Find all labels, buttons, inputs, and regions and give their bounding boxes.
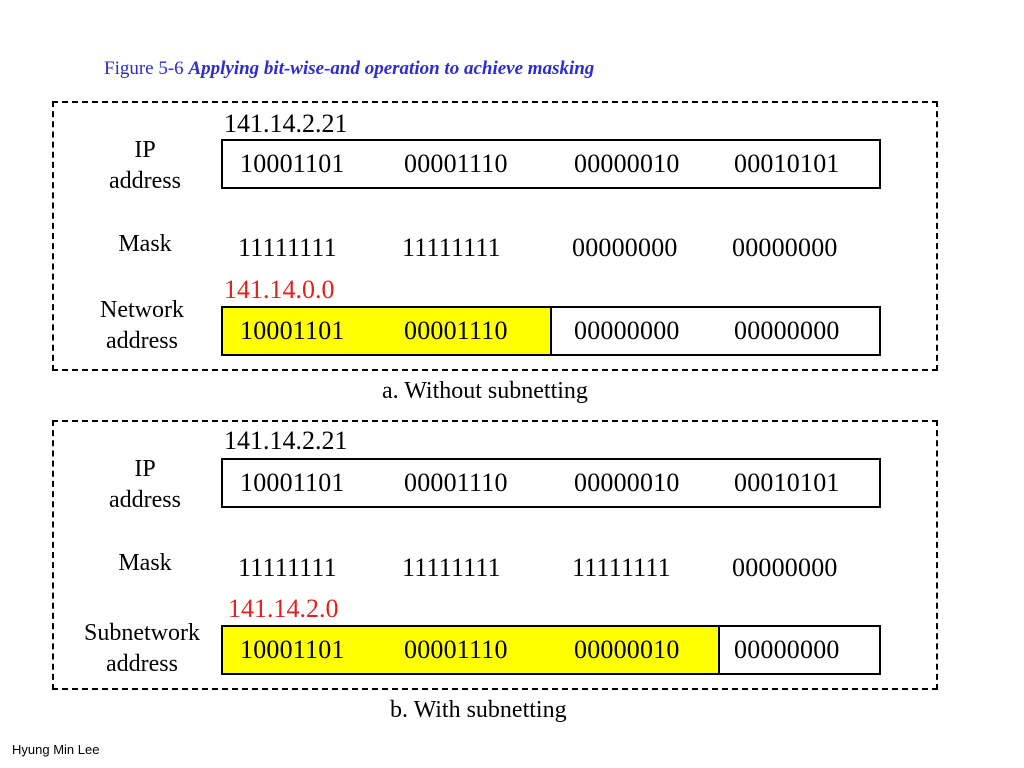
subnetwork-address-row: 10001101 00001110 00000010 00000000 [221, 625, 881, 675]
mask-octet-2: 11111111 [402, 233, 501, 262]
network-octet-1: 10001101 [240, 316, 345, 345]
ip-address-label: IP address [55, 135, 235, 197]
mask-b-octet-3: 11111111 [572, 553, 671, 582]
network-address-row: 10001101 00001110 00000000 00000000 [221, 306, 881, 356]
ip-dotted-decimal: 141.14.2.21 [224, 109, 348, 138]
ip-address-row: 10001101 00001110 00000010 00010101 [221, 139, 881, 189]
network-octet-2: 00001110 [404, 316, 508, 345]
mask-b-octet-2: 11111111 [402, 553, 501, 582]
panel-without-subnetting [52, 101, 938, 371]
ip-b-octet-1: 10001101 [240, 468, 345, 497]
mask-row: 11111111 11111111 00000000 00000000 [221, 223, 881, 273]
ip-octet-4: 00010101 [734, 149, 840, 178]
subnetwork-octet-3: 00000010 [574, 635, 680, 664]
mask-b-octet-1: 11111111 [238, 553, 337, 582]
ip-address-row-b: 10001101 00001110 00000010 00010101 [221, 458, 881, 508]
ip-octet-1: 10001101 [240, 149, 345, 178]
mask-octet-3: 00000000 [572, 233, 678, 262]
figure-caption-title: Applying bit-wise-and operation to achie… [188, 58, 595, 79]
panel-with-subnetting [52, 420, 938, 690]
ip-label-b-line2: address [109, 487, 181, 513]
ip-address-label-b: IP address [55, 454, 235, 516]
subnetwork-dotted-decimal: 141.14.2.0 [228, 594, 339, 623]
network-address-label: Network address [52, 295, 232, 357]
network-portion-highlight [223, 308, 552, 354]
mask-row-b: 11111111 11111111 11111111 00000000 [221, 543, 881, 593]
network-dotted-decimal: 141.14.0.0 [224, 275, 335, 304]
author-credit: Hyung Min Lee [12, 742, 100, 757]
subnetwork-address-label: Subnetwork address [52, 618, 232, 680]
subnetwork-label-line1: Subnetwork [84, 620, 200, 646]
ip-dotted-decimal-b: 141.14.2.21 [224, 426, 348, 455]
mask-octet-1: 11111111 [238, 233, 337, 262]
ip-octet-2: 00001110 [404, 149, 508, 178]
caption-with-subnetting: b. With subnetting [390, 697, 567, 723]
mask-label-b: Mask [118, 550, 172, 576]
network-label-line2: address [106, 328, 178, 354]
network-octet-4: 00000000 [734, 316, 840, 345]
ip-label-line1: IP [134, 137, 156, 163]
subnetwork-octet-2: 00001110 [404, 635, 508, 664]
network-label-line1: Network [100, 297, 184, 323]
figure-number: Figure 5-6 [104, 58, 189, 79]
ip-octet-3: 00000010 [574, 149, 680, 178]
subnetwork-octet-1: 10001101 [240, 635, 345, 664]
subnetwork-octet-4: 00000000 [734, 635, 840, 664]
ip-label-b-line1: IP [134, 456, 156, 482]
subnetwork-portion-highlight [223, 627, 720, 673]
figure-title: Figure 5-6 Applying bit-wise-and operati… [104, 58, 594, 80]
ip-b-octet-4: 00010101 [734, 468, 840, 497]
ip-b-octet-2: 00001110 [404, 468, 508, 497]
caption-without-subnetting: a. Without subnetting [382, 378, 588, 404]
subnetwork-label-line2: address [106, 651, 178, 677]
mask-b-octet-4: 00000000 [732, 553, 838, 582]
network-octet-3: 00000000 [574, 316, 680, 345]
ip-b-octet-3: 00000010 [574, 468, 680, 497]
mask-label: Mask [118, 231, 172, 257]
ip-label-line2: address [109, 168, 181, 194]
mask-octet-4: 00000000 [732, 233, 838, 262]
